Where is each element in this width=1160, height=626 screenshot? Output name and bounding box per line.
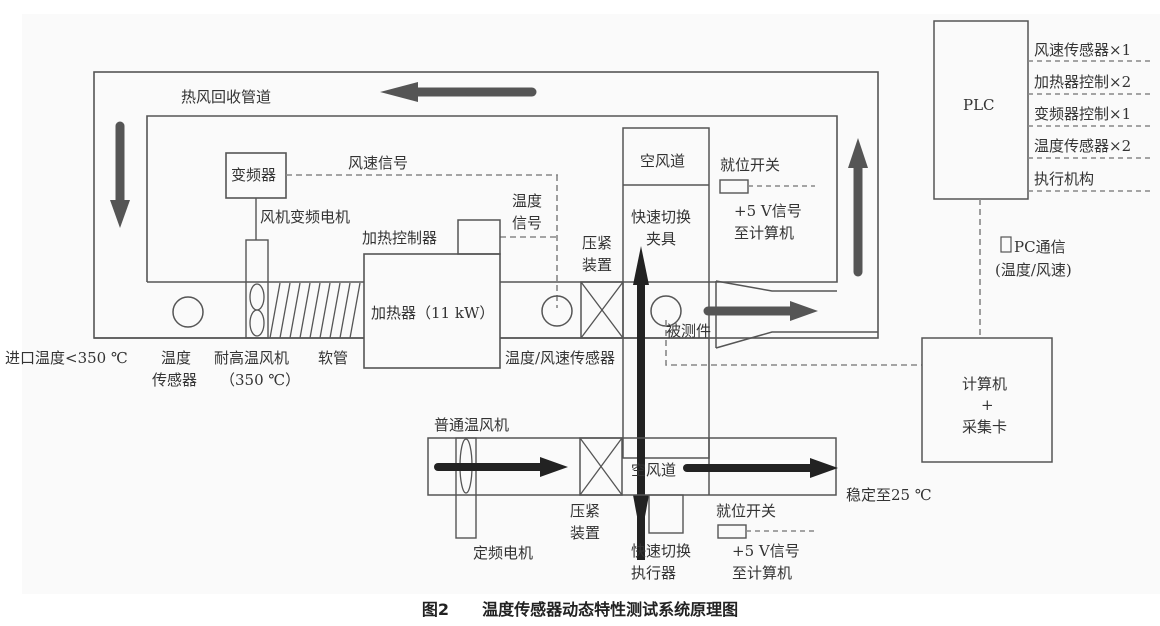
heater-controller-box [457, 219, 501, 255]
bottom-duct [427, 437, 837, 496]
computer-box [921, 337, 1053, 463]
pc-comm-icon [1000, 236, 1012, 253]
clamp-bottom-label-1: 压紧 [570, 502, 600, 520]
heater-controller-label: 加热控制器 [362, 229, 437, 247]
normal-fan-label: 普通温风机 [434, 416, 509, 434]
signal-5v-bottom-label-1: +5 V信号 [732, 542, 800, 560]
clamp-bottom-label-2: 装置 [570, 524, 600, 542]
dut-signal-line [665, 320, 922, 366]
temp-sensor-label-1: 温度 [161, 349, 191, 367]
empty-duct-top-label: 空风道 [640, 152, 685, 170]
fast-switch-fixture-label-1: 快速切换 [631, 208, 691, 226]
fan-motor-label: 风机变频电机 [260, 208, 350, 226]
wind-speed-signal-label: 风速信号 [348, 154, 408, 172]
figure-number: 图2 [421, 600, 449, 619]
fast-switch-actuator-box [648, 494, 684, 534]
plc-box [933, 20, 1029, 200]
hi-temp-fan-label-2: （350 ℃） [220, 371, 300, 389]
plc-io-item: 风速传感器×1 [1034, 41, 1131, 59]
signal-5v-top-label-1: +5 V信号 [734, 202, 802, 220]
inlet-temp-label: 进口温度<350 ℃ [5, 349, 128, 367]
hot-return-duct-label: 热风回收管道 [181, 88, 271, 106]
limit-switch-bottom-label: 就位开关 [716, 502, 776, 520]
plc-label: PLC [963, 96, 995, 114]
limit-switch-bottom [717, 524, 747, 539]
temp-signal-label-2: 信号 [512, 214, 542, 232]
figure-caption: 图2 温度传感器动态特性测试系统原理图 [0, 596, 1160, 620]
temp-speed-sensor-label: 温度/风速传感器 [505, 349, 615, 367]
dut-label: 被测件 [666, 322, 711, 340]
hi-temp-fan [245, 239, 269, 339]
fast-switch-fixture-label-2: 夹具 [646, 230, 676, 248]
temp-signal-label-1: 温度 [512, 192, 542, 210]
inverter-label: 变频器 [231, 166, 276, 184]
fast-switch-actuator-label-1: 快速切换 [631, 542, 691, 560]
clamp-bottom [579, 437, 623, 496]
signal-5v-bottom-label-2: 至计算机 [732, 564, 792, 582]
fast-switch-column [622, 127, 710, 459]
limit-switch-top [719, 179, 749, 194]
computer-label-2: 采集卡 [962, 418, 1007, 436]
hi-temp-fan-label-1: 耐高温风机 [214, 349, 289, 367]
stable-25-label: 稳定至25 ℃ [846, 486, 932, 504]
computer-plus-label: + [981, 396, 994, 414]
normal-fan [455, 437, 477, 539]
hose-hatching [269, 282, 361, 339]
temp-sensor-label-2: 传感器 [152, 371, 197, 389]
fast-switch-actuator-label-2: 执行器 [631, 564, 676, 582]
clamp-top-label-1: 压紧 [582, 234, 612, 252]
plc-io-item: 执行机构 [1034, 170, 1094, 188]
diagram-background [22, 14, 1160, 594]
fan-blade-icon [249, 283, 265, 311]
signal-5v-top-label-2: 至计算机 [734, 224, 794, 242]
pc-comm-label-1: PC通信 [1014, 238, 1066, 256]
heater-box [363, 253, 501, 369]
computer-label-1: 计算机 [962, 375, 1007, 393]
clamp-top-label-2: 装置 [582, 256, 612, 274]
hose-label: 软管 [318, 349, 348, 367]
plc-io-item: 变频器控制×1 [1034, 105, 1131, 123]
temp-sensor-icon [172, 296, 204, 328]
heater-label: 加热器（11 kW） [371, 304, 494, 322]
plc-io-item: 温度传感器×2 [1034, 137, 1131, 155]
fixed-motor-label: 定频电机 [473, 544, 533, 562]
return-duct-inner [146, 115, 838, 283]
limit-switch-top-label: 就位开关 [720, 156, 780, 174]
temp-speed-sensor-icon [541, 295, 573, 327]
pc-comm-label-2: (温度/风速) [995, 261, 1072, 279]
figure-title: 温度传感器动态特性测试系统原理图 [482, 600, 739, 619]
plc-io-item: 加热器控制×2 [1034, 73, 1131, 91]
empty-duct-bottom-label: 空风道 [631, 461, 676, 479]
